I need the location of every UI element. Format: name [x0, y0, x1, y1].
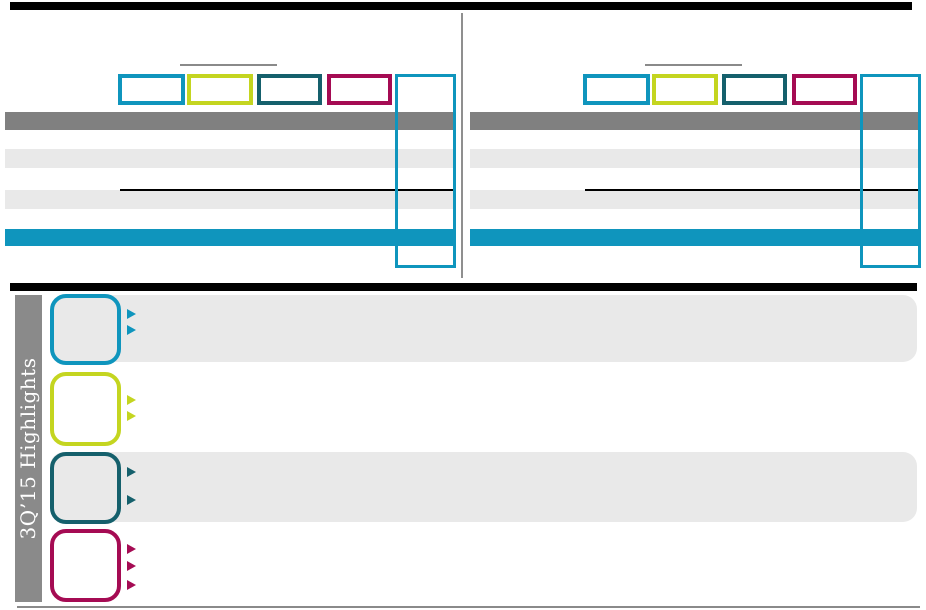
table-total-row [5, 229, 455, 246]
table-total-row [470, 229, 920, 246]
table-shaded-row [470, 149, 920, 168]
subtotal-line [120, 189, 455, 191]
bullet-arrow-icon [127, 561, 136, 571]
legend-box-chartreuse [652, 74, 718, 105]
bullet-arrow-icon [127, 467, 136, 477]
legend-box-blue [583, 74, 650, 105]
highlight-box-chartreuse [50, 372, 121, 446]
highlights-title: 3Q’15 Highlights [16, 357, 40, 540]
bullet-arrow-icon [127, 411, 136, 421]
legend-box-magenta [327, 74, 392, 105]
quarter-table-left [5, 60, 456, 270]
table-divider-line [461, 13, 463, 278]
section-divider-rule [10, 283, 917, 291]
highlight-band-blue [50, 295, 917, 362]
legend-box-chartreuse [187, 74, 253, 105]
table-title-underline [180, 64, 277, 66]
quarter-table-right [470, 60, 921, 270]
legend-box-magenta [792, 74, 857, 105]
highlight-column-frame [395, 74, 456, 268]
highlight-band-teal [50, 452, 917, 522]
table-shaded-row [5, 190, 455, 209]
highlight-column-frame [860, 74, 921, 268]
legend-box-teal [722, 74, 787, 105]
top-rule [10, 2, 912, 10]
legend-box-teal [257, 74, 322, 105]
bullet-arrow-icon [127, 495, 136, 505]
bullet-arrow-icon [127, 309, 136, 319]
bullet-arrow-icon [127, 544, 136, 554]
subtotal-line [585, 189, 920, 191]
highlight-box-blue [50, 294, 121, 365]
bottom-rule [17, 606, 920, 608]
table-header-band [470, 112, 920, 130]
table-title-underline [645, 64, 742, 66]
bullet-arrow-icon [127, 325, 136, 335]
bullet-arrow-icon [127, 395, 136, 405]
table-shaded-row [5, 149, 455, 168]
legend-box-blue [118, 74, 185, 105]
table-header-band [5, 112, 455, 130]
highlight-box-magenta [50, 529, 121, 602]
bullet-arrow-icon [127, 580, 136, 590]
highlight-box-teal [50, 452, 121, 524]
highlights-sidebar: 3Q’15 Highlights [15, 295, 42, 602]
table-shaded-row [470, 190, 920, 209]
